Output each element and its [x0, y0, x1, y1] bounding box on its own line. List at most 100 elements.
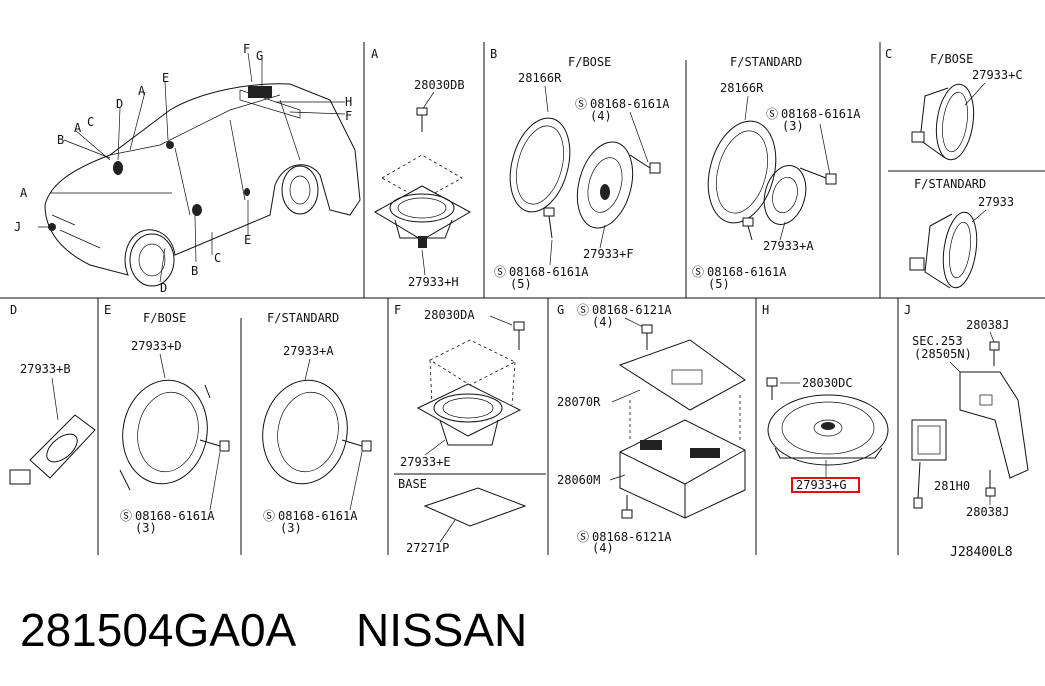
part-qty: (3) [280, 521, 302, 535]
part-label: (28505N) [914, 347, 972, 361]
part-label: 08168-6161A [135, 509, 215, 523]
car-label: E [244, 233, 251, 247]
part-label: 08168-6161A [509, 265, 589, 279]
part-label: SEC.253 [912, 334, 963, 348]
part-label: 08168-6161A [781, 107, 861, 121]
part-label: 27933+A [283, 344, 334, 358]
section-title: F/STANDARD [914, 177, 986, 191]
section-letter: E [104, 303, 111, 317]
part-label: 27933+C [972, 68, 1023, 82]
car-label: E [162, 71, 169, 85]
part-label: 28030DB [414, 78, 465, 92]
diagram-code: J28400L8 [950, 545, 1013, 560]
part-label: 08168-6121A [592, 530, 672, 544]
part-qty: (4) [592, 541, 614, 555]
module-icon [911, 419, 947, 509]
car-label: A [138, 84, 146, 98]
speaker-icon [767, 394, 889, 466]
car-label: D [160, 281, 167, 295]
part-label: 28038J [966, 505, 1009, 519]
section-g: G Ⓢ 08168-6121A (4) 28070R 28060M Ⓢ 0816… [557, 303, 746, 555]
part-qty: (4) [590, 109, 612, 123]
section-title: F/STANDARD [730, 55, 802, 69]
bolt-icon [989, 341, 1000, 366]
screw-icon [199, 439, 230, 452]
bolt-icon [629, 154, 661, 174]
bracket-icon [618, 339, 746, 411]
part-qty: (4) [592, 315, 614, 329]
bolt-icon [641, 324, 653, 350]
screw-icon [742, 217, 754, 241]
circled-s-icon: Ⓢ [577, 303, 589, 317]
part-qty: (5) [510, 277, 532, 291]
car-label: J [14, 220, 21, 234]
speaker-icon [763, 165, 807, 225]
bolt-icon [416, 107, 428, 132]
section-letter: B [490, 47, 497, 61]
section-letter: J [904, 303, 911, 317]
car-label: A [20, 186, 28, 200]
part-label: 27933+F [583, 247, 634, 261]
part-label: 27933 [978, 195, 1014, 209]
car-label: B [191, 264, 198, 278]
section-title: F/STANDARD [267, 311, 339, 325]
speaker-icon [262, 379, 348, 485]
bolt-icon [985, 470, 996, 497]
part-label: 08168-6121A [592, 303, 672, 317]
screw-icon [543, 207, 555, 239]
car-illustration [38, 52, 361, 287]
speaker-icon [911, 83, 975, 161]
section-letter: H [762, 303, 769, 317]
circled-s-icon: Ⓢ [766, 107, 778, 121]
part-label: 27933+E [400, 455, 451, 469]
speaker-icon [416, 383, 522, 446]
tweeter-icon [9, 414, 96, 485]
section-c: C F/BOSE 27933+C F/STANDARD 27933 [885, 47, 1023, 289]
bolt-icon [621, 495, 633, 519]
section-letter: A [371, 47, 379, 61]
circled-s-icon: Ⓢ [575, 97, 587, 111]
speaker-icon [119, 379, 211, 491]
car-label: F [345, 109, 352, 123]
car-label: G [256, 49, 263, 63]
section-h: H 28030DC 27933+G [762, 303, 889, 493]
trim-ring-icon [707, 120, 777, 224]
part-label: 27933+G [796, 478, 847, 492]
bracket-icon [959, 371, 1029, 479]
car-label: B [57, 133, 64, 147]
bolt-icon [766, 377, 778, 400]
grid-lines [0, 42, 1045, 555]
part-label: 08168-6161A [707, 265, 787, 279]
section-f: F 28030DA 27933+E BASE 27271P [394, 303, 527, 555]
section-e: E F/BOSE F/STANDARD 27933+D Ⓢ 08168-6161… [104, 303, 372, 535]
section-letter: G [557, 303, 564, 317]
part-qty: (3) [135, 521, 157, 535]
speaker-icon [909, 211, 978, 289]
car-label: C [214, 251, 221, 265]
brand-name: NISSAN [356, 604, 527, 656]
section-letter: C [885, 47, 892, 61]
section-b: B F/BOSE F/STANDARD 28166R Ⓢ 08168-6161A… [490, 47, 861, 291]
car-label: C [87, 115, 94, 129]
part-label: 27933+D [131, 339, 182, 353]
part-label: 28038J [966, 318, 1009, 332]
highlight-box [791, 477, 860, 493]
speaker-icon [373, 185, 472, 248]
circled-s-icon: Ⓢ [494, 265, 506, 279]
section-j: J 28038J SEC.253 (28505N) 281H0 28038J [904, 303, 1029, 519]
circled-s-icon: Ⓢ [263, 509, 275, 523]
part-label: 28166R [518, 71, 562, 85]
amplifier-icon [619, 419, 746, 519]
part-label: 08168-6161A [590, 97, 670, 111]
speaker-icon [576, 141, 634, 229]
car-callouts: F G H F E D A A C B A J B C D E [14, 42, 352, 295]
section-title: F/BOSE [143, 311, 186, 325]
part-number: 281504GA0A [20, 604, 297, 656]
part-label: 08168-6161A [278, 509, 358, 523]
circled-s-icon: Ⓢ [120, 509, 132, 523]
part-label: 28030DA [424, 308, 475, 322]
part-label: 281H0 [934, 479, 970, 493]
section-title: F/BOSE [568, 55, 611, 69]
part-label: 28070R [557, 395, 601, 409]
